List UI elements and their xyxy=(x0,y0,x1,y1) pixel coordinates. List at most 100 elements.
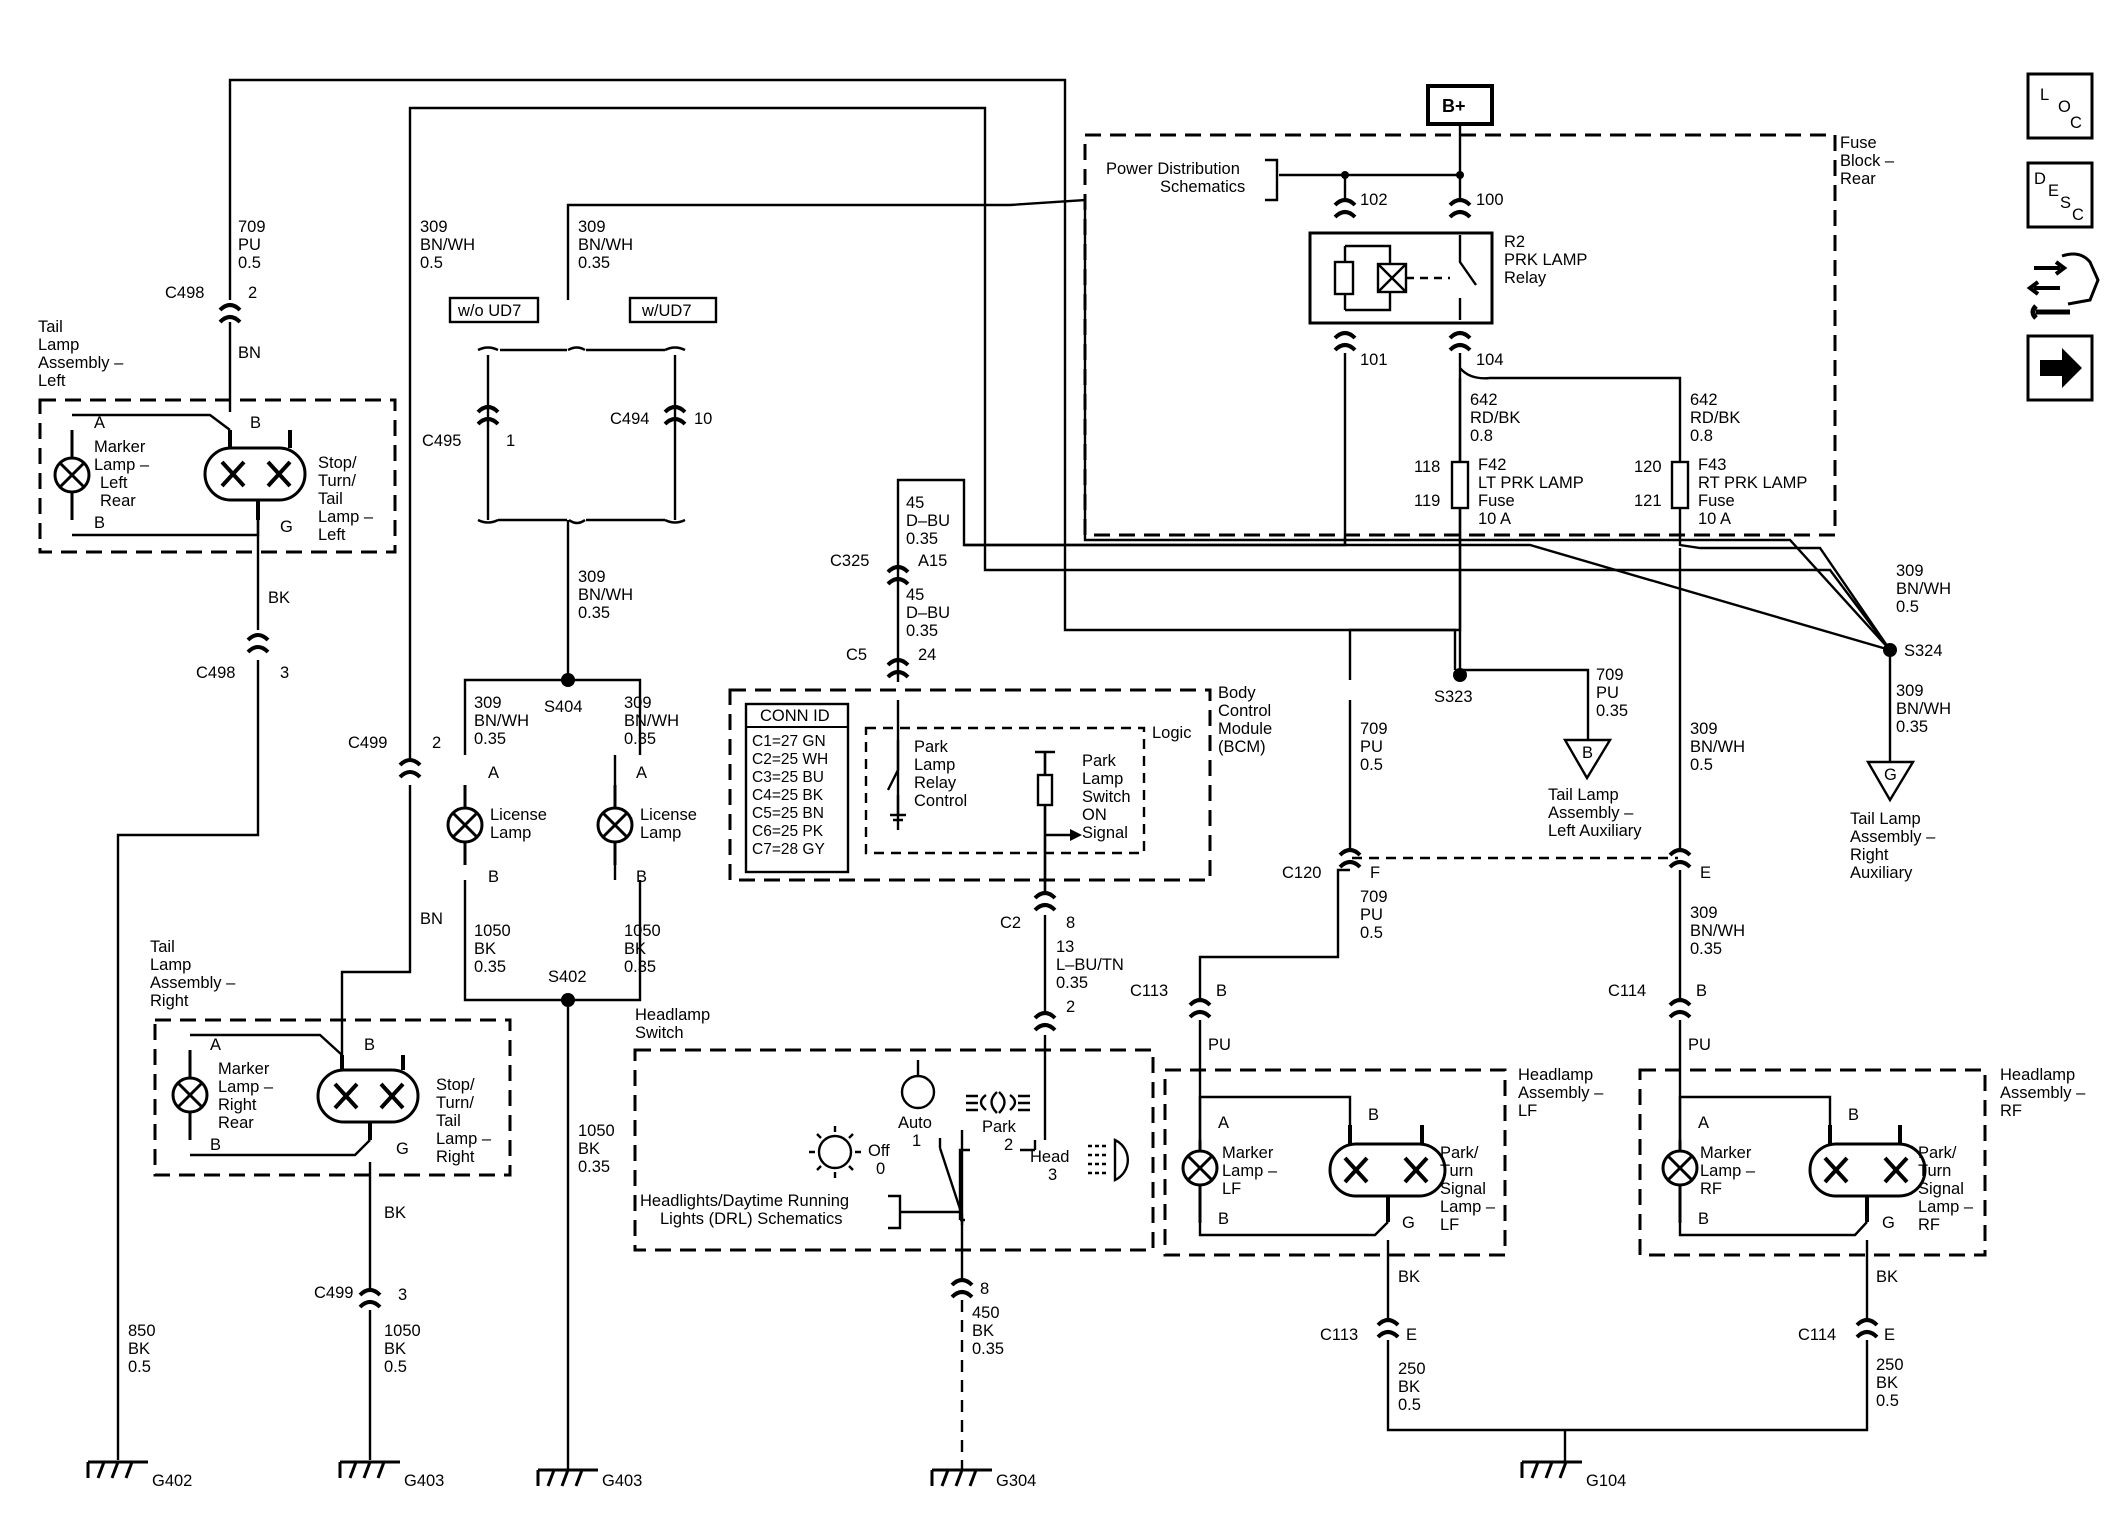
svg-text:B: B xyxy=(364,1036,375,1054)
svg-text:G: G xyxy=(1402,1214,1415,1232)
svg-text:309: 309 xyxy=(420,218,448,236)
svg-text:Tail: Tail xyxy=(318,490,343,508)
svg-text:1050: 1050 xyxy=(474,922,511,940)
next-arrow-button[interactable] xyxy=(2026,334,2094,402)
svg-text:0.8: 0.8 xyxy=(1470,427,1493,445)
svg-text:Lamp –: Lamp – xyxy=(1222,1162,1278,1180)
description-button[interactable]: D E S C xyxy=(2026,161,2094,229)
svg-text:BK: BK xyxy=(1398,1268,1420,1286)
svg-text:450: 450 xyxy=(972,1304,1000,1322)
prk-lamp-relay xyxy=(1308,231,1494,325)
svg-text:0.35: 0.35 xyxy=(624,730,656,748)
svg-text:BN/WH: BN/WH xyxy=(1896,700,1951,718)
svg-text:BK: BK xyxy=(578,1140,600,1158)
svg-text:B: B xyxy=(94,514,105,532)
off-light-icon xyxy=(817,1134,853,1170)
fuse-f43 xyxy=(1670,460,1690,510)
svg-text:709: 709 xyxy=(1360,720,1388,738)
svg-text:0.35: 0.35 xyxy=(1690,940,1722,958)
svg-text:309: 309 xyxy=(578,568,606,586)
svg-text:C114: C114 xyxy=(1608,982,1646,1000)
svg-text:0.5: 0.5 xyxy=(1896,598,1919,616)
grounds xyxy=(86,1460,1582,1487)
svg-text:Turn: Turn xyxy=(1440,1162,1473,1180)
diagnostic-tools-icon[interactable] xyxy=(2026,252,2100,320)
svg-text:BN: BN xyxy=(238,344,261,362)
svg-text:0.8: 0.8 xyxy=(1690,427,1713,445)
svg-text:10: 10 xyxy=(694,410,712,428)
svg-text:Headlamp: Headlamp xyxy=(2000,1066,2075,1084)
svg-text:A: A xyxy=(1698,1114,1709,1132)
svg-text:2: 2 xyxy=(1066,998,1075,1016)
svg-text:0.35: 0.35 xyxy=(1056,974,1088,992)
svg-text:BN/WH: BN/WH xyxy=(1896,580,1951,598)
svg-text:B: B xyxy=(1218,1210,1229,1228)
arrow-right-icon xyxy=(2040,348,2082,388)
svg-text:309: 309 xyxy=(1896,682,1924,700)
svg-text:Lamp –: Lamp – xyxy=(218,1078,274,1096)
svg-text:1: 1 xyxy=(506,432,515,450)
svg-text:Turn/: Turn/ xyxy=(436,1094,474,1112)
svg-text:G403: G403 xyxy=(404,1472,444,1490)
svg-text:3: 3 xyxy=(1048,1166,1057,1184)
svg-text:Right: Right xyxy=(218,1096,257,1114)
svg-text:Turn/: Turn/ xyxy=(318,472,356,490)
svg-text:CONN ID: CONN ID xyxy=(760,707,830,725)
auto-sensor-icon xyxy=(900,1074,936,1110)
svg-text:D–BU: D–BU xyxy=(906,512,950,530)
svg-text:709: 709 xyxy=(1596,666,1624,684)
svg-text:0.35: 0.35 xyxy=(578,1158,610,1176)
headlamp-assembly-rf: Headlamp Assembly – RF Marker Lamp – RF … xyxy=(1638,1066,2086,1257)
svg-text:0.5: 0.5 xyxy=(1876,1392,1899,1410)
svg-text:S: S xyxy=(2060,194,2071,212)
license-lamps: License Lamp License Lamp A B A B xyxy=(446,755,697,886)
svg-text:1050: 1050 xyxy=(384,1322,421,1340)
svg-text:Park/: Park/ xyxy=(1918,1144,1957,1162)
svg-text:Right: Right xyxy=(150,992,189,1010)
park-turn-signal-lamp-rf xyxy=(1808,1142,1927,1198)
svg-text:RF: RF xyxy=(2000,1102,2022,1120)
svg-text:BN/WH: BN/WH xyxy=(578,236,633,254)
b-plus-label: B+ xyxy=(1442,96,1466,116)
svg-text:121: 121 xyxy=(1634,492,1662,510)
fuse-block-rear: B+ Fuse Block – Rear Power Distribution … xyxy=(1083,84,1895,537)
svg-text:Signal: Signal xyxy=(1918,1180,1964,1198)
labels: 709 PU 0.5 C498 2 BN BK C498 3 C499 2 BN… xyxy=(128,218,1951,1414)
connector-symbols xyxy=(218,198,1879,1339)
svg-text:C495: C495 xyxy=(422,432,461,450)
svg-text:C499: C499 xyxy=(314,1284,353,1302)
svg-text:F: F xyxy=(1370,864,1380,882)
svg-text:Lamp: Lamp xyxy=(1082,770,1123,788)
svg-text:BN/WH: BN/WH xyxy=(474,712,529,730)
svg-text:Rear: Rear xyxy=(1840,170,1876,188)
svg-text:L: L xyxy=(2040,86,2049,104)
svg-text:Assembly –: Assembly – xyxy=(1548,804,1634,822)
svg-text:PU: PU xyxy=(1596,684,1619,702)
svg-text:PU: PU xyxy=(238,236,261,254)
svg-text:0.35: 0.35 xyxy=(906,530,938,548)
svg-text:Module: Module xyxy=(1218,720,1272,738)
svg-text:0.5: 0.5 xyxy=(1360,756,1383,774)
svg-text:Lamp –: Lamp – xyxy=(436,1130,492,1148)
headlamp-switch: Headlamp Switch Auto 1 Park 2 Head 3 Off… xyxy=(633,1006,1155,1252)
svg-text:License: License xyxy=(640,806,697,824)
svg-text:Headlamp: Headlamp xyxy=(635,1006,710,1024)
svg-text:S402: S402 xyxy=(548,968,587,986)
svg-text:BN/WH: BN/WH xyxy=(578,586,633,604)
svg-text:3: 3 xyxy=(280,664,289,682)
location-button[interactable]: L O C xyxy=(2026,72,2094,140)
svg-text:BK: BK xyxy=(268,589,290,607)
svg-text:309: 309 xyxy=(578,218,606,236)
ground-g403-b xyxy=(536,1468,598,1487)
svg-text:Left: Left xyxy=(100,474,128,492)
svg-text:13: 13 xyxy=(1056,938,1074,956)
svg-text:45: 45 xyxy=(906,494,924,512)
ground-g304 xyxy=(930,1468,992,1487)
svg-text:Rear: Rear xyxy=(100,492,136,510)
svg-text:C2=25 WH: C2=25 WH xyxy=(752,751,828,768)
svg-text:0.5: 0.5 xyxy=(1360,924,1383,942)
svg-text:100: 100 xyxy=(1476,191,1504,209)
svg-text:PU: PU xyxy=(1208,1036,1231,1054)
svg-text:2: 2 xyxy=(1004,1136,1013,1154)
svg-text:1050: 1050 xyxy=(624,922,661,940)
